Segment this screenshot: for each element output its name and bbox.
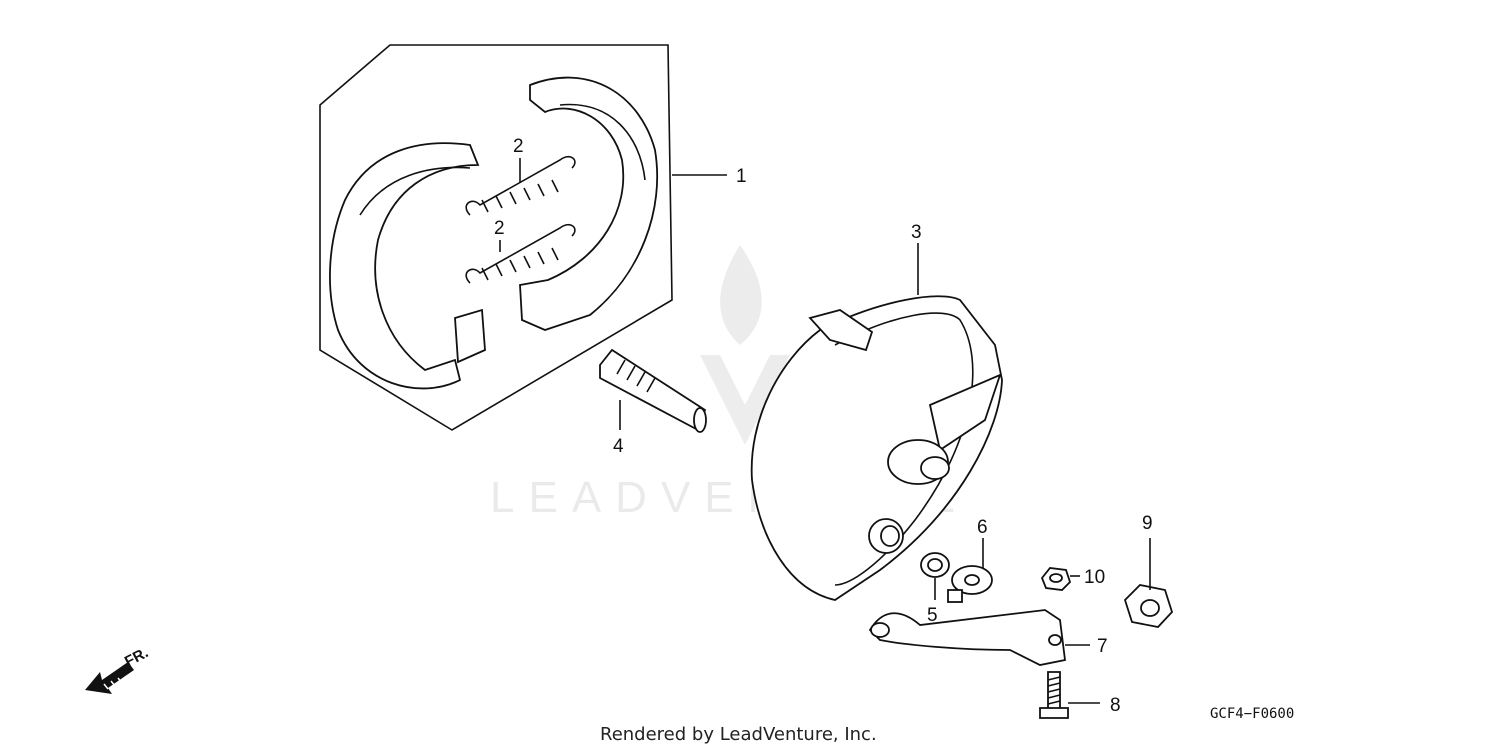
footer-credit: Rendered by LeadVenture, Inc.	[600, 724, 877, 745]
dust-seal[interactable]	[920, 552, 950, 578]
callout-2-lower: 2	[494, 218, 505, 239]
diagram-code: GCF4−F0600	[1210, 706, 1294, 722]
callout-8: 8	[1110, 695, 1121, 716]
brake-arm[interactable]	[868, 609, 1066, 666]
brake-shoe-assembly[interactable]	[319, 44, 673, 431]
brake-panel[interactable]	[750, 295, 1003, 601]
callout-6: 6	[977, 517, 988, 538]
brake-shoe-spring-upper[interactable]	[465, 155, 576, 216]
flange-bolt[interactable]	[1039, 671, 1069, 719]
callout-3: 3	[911, 222, 922, 243]
wear-indicator-plate[interactable]	[947, 565, 993, 603]
brake-cam[interactable]	[599, 348, 707, 433]
cap-nut[interactable]	[1123, 584, 1174, 628]
callout-7: 7	[1097, 636, 1108, 657]
callout-4: 4	[613, 436, 624, 457]
flange-nut[interactable]	[1040, 567, 1072, 591]
arrow-left-down-icon	[85, 662, 134, 694]
callout-5: 5	[927, 605, 938, 626]
leader-lines	[499, 158, 1151, 704]
callout-10: 10	[1084, 567, 1105, 588]
callout-2-upper: 2	[513, 136, 524, 157]
watermark-logo	[700, 245, 790, 445]
callout-9: 9	[1142, 513, 1153, 534]
callout-1: 1	[736, 166, 747, 187]
brake-shoe-spring-lower[interactable]	[465, 223, 576, 284]
